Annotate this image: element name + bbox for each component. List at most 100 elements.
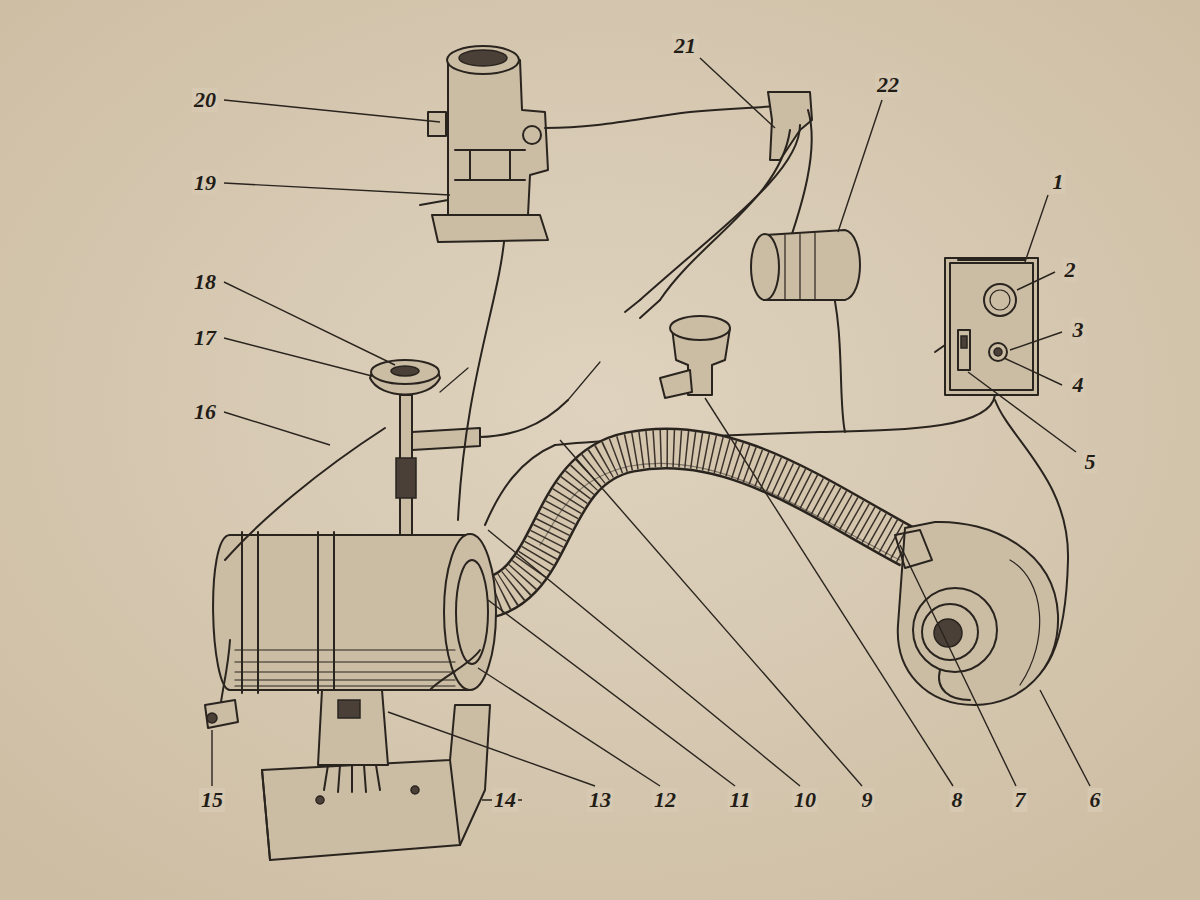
tee-pipe xyxy=(412,428,480,450)
carb-throat xyxy=(459,50,507,66)
callout-number: 19 xyxy=(192,171,218,195)
gauge xyxy=(984,284,1016,316)
leader-line xyxy=(1017,272,1055,290)
leader-line xyxy=(900,545,1016,786)
pipe-tip xyxy=(440,368,468,392)
carb-inlet xyxy=(447,46,519,74)
leader-line xyxy=(560,440,862,786)
pump-ribs xyxy=(785,233,815,300)
callout-number: 17 xyxy=(192,326,218,350)
control-box xyxy=(935,258,1038,395)
valve-bracket xyxy=(660,370,692,398)
bracket-hole xyxy=(411,786,419,794)
leader-line xyxy=(224,183,450,195)
bracket-edge xyxy=(262,760,460,860)
callout-number: 11 xyxy=(728,788,753,812)
leader-line xyxy=(705,398,953,786)
carb-detail xyxy=(455,150,525,180)
fuel-line xyxy=(458,232,505,520)
blower-shade xyxy=(1010,560,1040,685)
wire xyxy=(830,280,845,432)
callout-number: 4 xyxy=(1071,373,1086,397)
hose-body xyxy=(470,448,910,600)
callout-number: 20 xyxy=(192,88,218,112)
tube xyxy=(790,110,812,240)
tube-ends xyxy=(625,300,660,318)
blower-housing xyxy=(898,522,1058,705)
clamp-band xyxy=(242,532,258,693)
blower-wire xyxy=(939,670,970,700)
callout-number: 2 xyxy=(1063,258,1078,282)
fitting xyxy=(205,700,238,728)
pump-end xyxy=(751,234,779,300)
carburettor xyxy=(420,46,548,242)
spark-device xyxy=(318,690,388,765)
leader-line xyxy=(211,730,212,786)
funnel-rim xyxy=(371,360,439,384)
pipe-16 xyxy=(225,428,385,560)
blower-motor-rim xyxy=(922,604,978,660)
leader-line xyxy=(1025,195,1048,262)
leader-lines xyxy=(212,58,1090,800)
callout-number: 7 xyxy=(1013,788,1028,812)
carb-body xyxy=(448,60,548,215)
callout-number: 8 xyxy=(950,788,965,812)
cylinder-wire xyxy=(430,650,480,690)
callout-number: 10 xyxy=(792,788,818,812)
leader-line xyxy=(1004,358,1062,385)
fitting-nut xyxy=(207,713,217,723)
cylinder-end xyxy=(444,534,496,690)
device-cap xyxy=(338,700,360,718)
leader-line xyxy=(488,530,800,786)
funnel-cap xyxy=(391,366,419,376)
carb-lever xyxy=(428,112,446,136)
gauge-dial xyxy=(990,290,1010,310)
leader-line xyxy=(1040,690,1090,786)
leader-line xyxy=(478,668,660,786)
carb-screw xyxy=(523,126,541,144)
callout-number: 12 xyxy=(652,788,678,812)
box-front xyxy=(945,258,1038,395)
tube xyxy=(660,130,790,300)
switch-toggle xyxy=(961,336,967,348)
blower xyxy=(895,522,1058,705)
hose-ribs xyxy=(470,448,910,600)
leader-line xyxy=(1010,332,1062,350)
callout-number: 13 xyxy=(587,788,613,812)
valve-cap xyxy=(670,316,730,340)
cylinder-body xyxy=(213,535,468,690)
carb-flange xyxy=(432,215,548,242)
callout-number: 14 xyxy=(492,788,518,812)
callout-number: 16 xyxy=(192,400,218,424)
carb-nipple xyxy=(420,200,448,205)
clamp-band xyxy=(318,532,334,693)
bracket-hole xyxy=(316,796,324,804)
callout-number: 6 xyxy=(1088,788,1103,812)
leader-line xyxy=(224,412,330,445)
callout-number: 21 xyxy=(672,34,698,58)
pipe-9 xyxy=(480,400,568,437)
cylinder-shade xyxy=(235,650,455,686)
leader-line xyxy=(838,100,882,232)
valve-21 xyxy=(768,92,812,160)
tube xyxy=(640,125,800,300)
callout-number: 3 xyxy=(1071,318,1086,342)
switch xyxy=(958,330,970,370)
callout-number: 22 xyxy=(875,73,901,97)
callout-number: 15 xyxy=(199,788,225,812)
hose-outline xyxy=(470,448,910,600)
leader-line xyxy=(488,600,735,786)
pipe-tip xyxy=(568,362,600,400)
leader-line xyxy=(700,58,775,128)
leader-line xyxy=(224,100,440,122)
callout-number: 9 xyxy=(860,788,875,812)
hose-shade xyxy=(540,463,900,560)
callout-number: 5 xyxy=(1083,450,1098,474)
cylinder-outlet xyxy=(456,560,488,664)
callout-number: 1 xyxy=(1051,170,1066,194)
box-rim xyxy=(950,263,1033,390)
leader-line xyxy=(388,712,595,786)
